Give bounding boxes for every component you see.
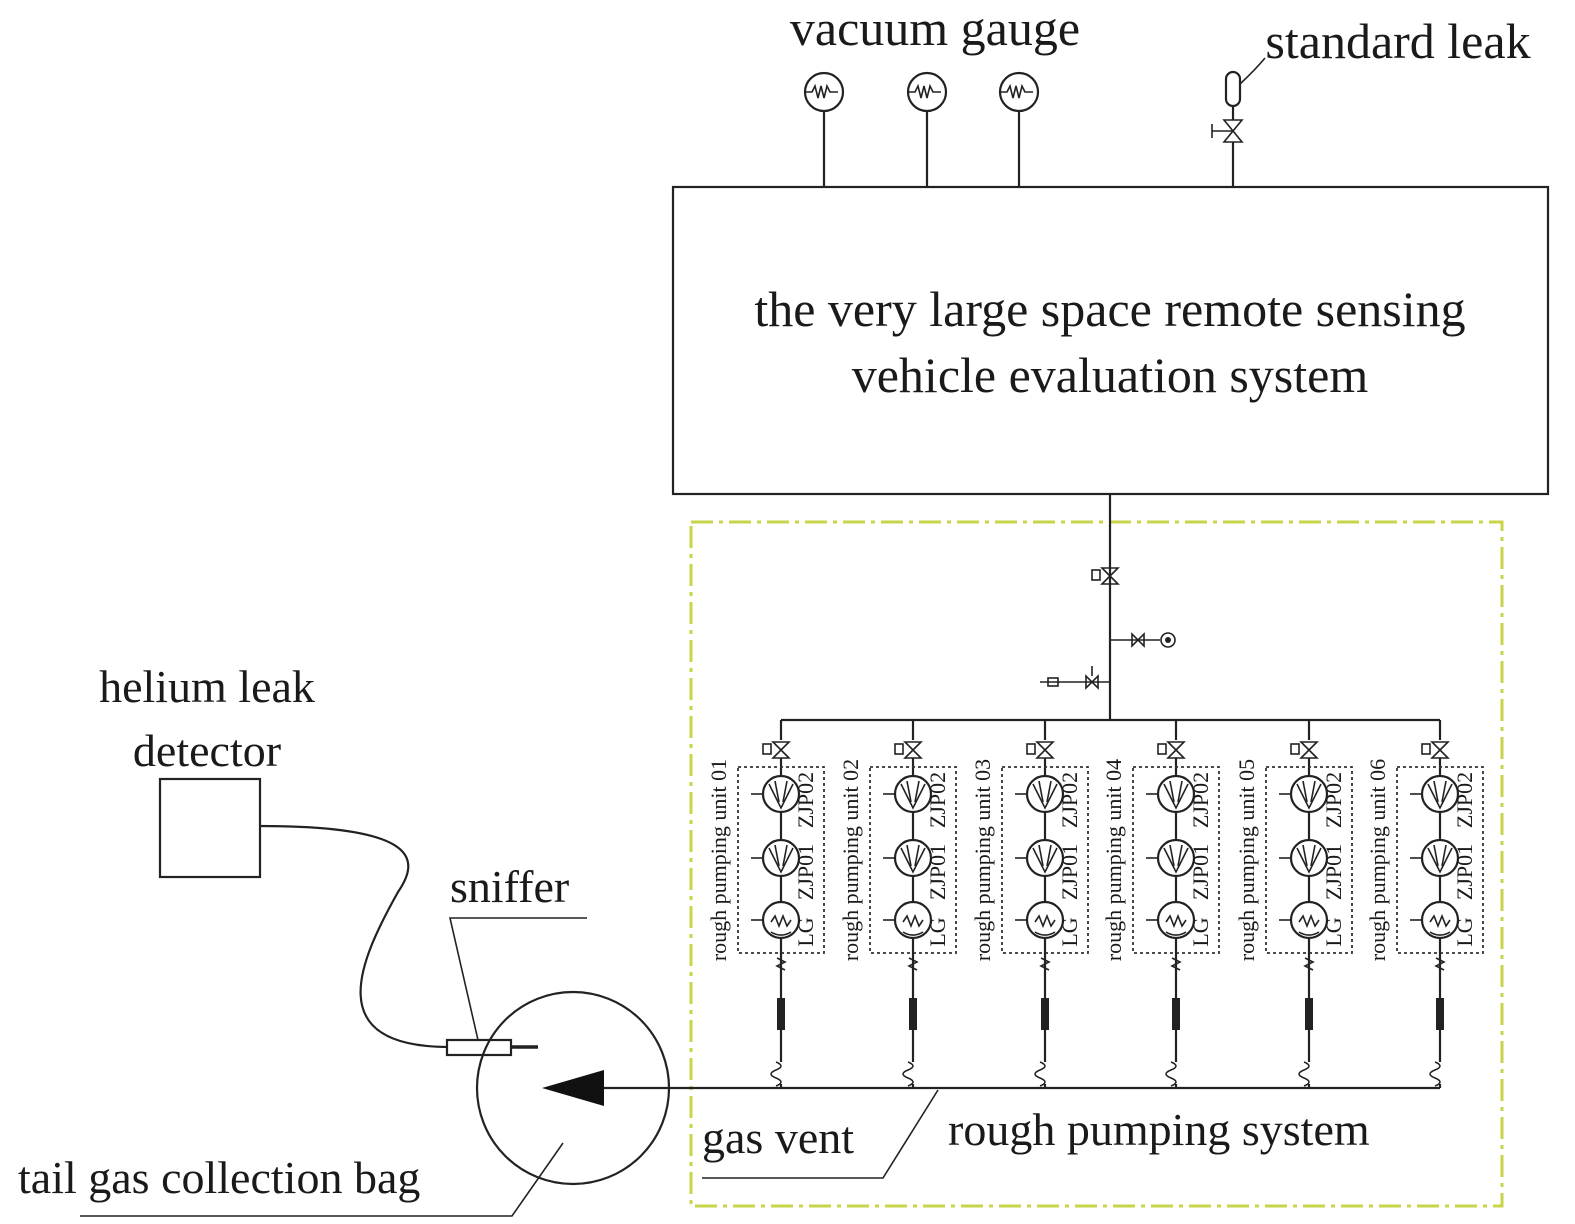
pump-mid-label: ZJP01	[793, 844, 818, 900]
gas-vent-leader	[702, 1089, 939, 1179]
rough-pumping-system-label: rough pumping system	[948, 1104, 1370, 1155]
vacuum-gauge-3	[998, 71, 1040, 187]
tail-gas-bag-leader	[80, 1142, 564, 1217]
pump-top-label: ZJP02	[1188, 772, 1213, 828]
pump-mid-label: ZJP01	[1188, 844, 1213, 900]
pumping-unit-name: rough pumping unit 06	[1365, 759, 1390, 961]
helium-leak-detector-box	[158, 777, 262, 879]
gas-vent-label: gas vent	[702, 1112, 854, 1163]
pump-mid-label: ZJP01	[1321, 844, 1346, 900]
vacuum-gauge-label: vacuum gauge	[790, 0, 1080, 56]
pump-bottom-label: LG	[793, 917, 818, 946]
vacuum-gauge-2	[906, 71, 948, 187]
pump-mid-label: ZJP01	[1452, 844, 1477, 900]
pump-bottom-label: LG	[1321, 917, 1346, 946]
sniffer-label: sniffer	[450, 861, 569, 912]
pump-bottom-label: LG	[925, 917, 950, 946]
rough-pumping-system-boundary	[689, 520, 1504, 1208]
pump-top-label: ZJP02	[1452, 772, 1477, 828]
vacuum-gauge-1	[803, 71, 845, 187]
pump-bottom-label: LG	[1188, 917, 1213, 946]
sniffer-probe-icon	[445, 1038, 538, 1057]
pump-top-label: ZJP02	[1321, 772, 1346, 828]
system-title-line2: vehicle evaluation system	[852, 347, 1369, 403]
pump-top-label: ZJP02	[793, 772, 818, 828]
tail-gas-bag-label: tail gas collection bag	[18, 1152, 420, 1203]
standard-leak-icon	[1211, 57, 1266, 187]
system-title-line1: the very large space remote sensing	[754, 281, 1465, 337]
pump-mid-label: ZJP01	[925, 844, 950, 900]
pump-top-label: ZJP02	[925, 772, 950, 828]
branch-gauge-icon	[1110, 632, 1176, 648]
pump-bottom-label: LG	[1057, 917, 1082, 946]
pumping-unit-name: rough pumping unit 02	[838, 759, 863, 961]
branch-vent-icon	[1040, 666, 1110, 690]
pump-mid-label: ZJP01	[1057, 844, 1082, 900]
sniffer-leader	[448, 917, 587, 1041]
pumping-unit-name: rough pumping unit 01	[706, 759, 731, 961]
pumping-unit-name: rough pumping unit 04	[1101, 759, 1126, 961]
pumping-unit-name: rough pumping unit 03	[970, 759, 995, 961]
exhaust-arrow-icon	[542, 1070, 604, 1106]
pump-bottom-label: LG	[1452, 917, 1477, 946]
standard-leak-label: standard leak	[1265, 13, 1530, 69]
tail-gas-collection-bag	[475, 990, 671, 1186]
main-valve-icon	[1091, 567, 1120, 585]
pump-top-label: ZJP02	[1057, 772, 1082, 828]
evaluation-system-box	[671, 185, 1550, 496]
pumping-unit-name: rough pumping unit 05	[1234, 759, 1259, 961]
helium-detector-label-line1: helium leak	[99, 661, 315, 712]
sniffer-hose	[259, 824, 448, 1049]
helium-detector-label-line2: detector	[133, 725, 281, 776]
